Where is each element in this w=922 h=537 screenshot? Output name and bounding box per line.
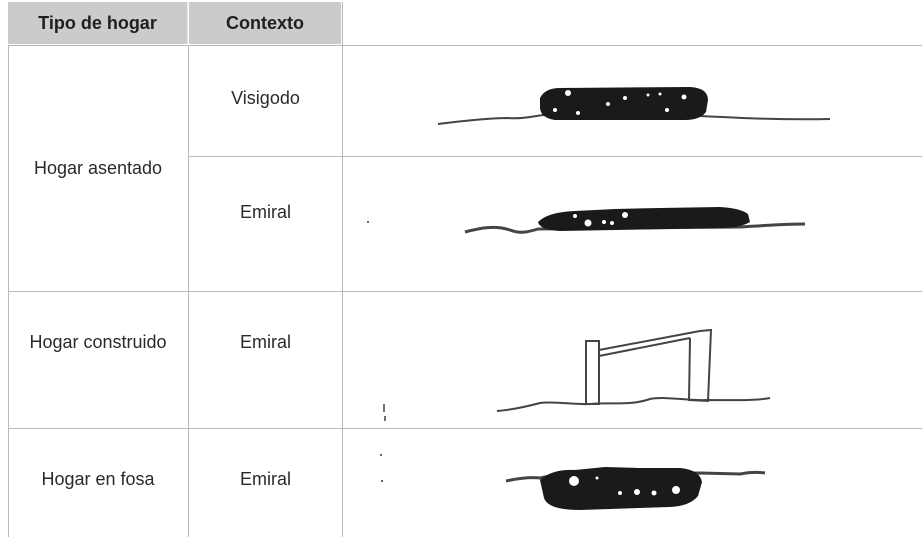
cell-hogar-asentado: Hogar asentado	[33, 158, 163, 178]
cell-context-emiral: Emiral	[239, 201, 291, 222]
cell-hogar-en-fosa: Hogar en fosa	[41, 468, 155, 489]
cell-hogar-construido: Hogar construido	[29, 331, 167, 352]
cell-context-emiral: Emiral	[239, 331, 291, 352]
hearth-drawing-fosa	[380, 454, 766, 510]
column-divider	[8, 45, 9, 537]
column-divider	[188, 45, 189, 537]
row-divider	[8, 428, 922, 429]
header-contexto-label: Contexto	[226, 12, 304, 33]
row-divider	[8, 291, 922, 292]
cell-context-visigodo: Visigodo	[231, 87, 300, 108]
hearth-drawing-emiral-asentado	[367, 207, 806, 234]
header-bottom-border	[8, 45, 922, 46]
hearth-drawing-construido	[383, 328, 771, 421]
hearth-drawing-visigodo	[437, 87, 831, 125]
header-tipo-label: Tipo de hogar	[38, 12, 157, 33]
header-tipo-de-hogar: Tipo de hogar	[8, 2, 188, 44]
column-divider	[342, 2, 343, 537]
row-divider	[188, 156, 922, 157]
header-contexto: Contexto	[189, 2, 341, 44]
cell-context-emiral: Emiral	[239, 468, 291, 489]
